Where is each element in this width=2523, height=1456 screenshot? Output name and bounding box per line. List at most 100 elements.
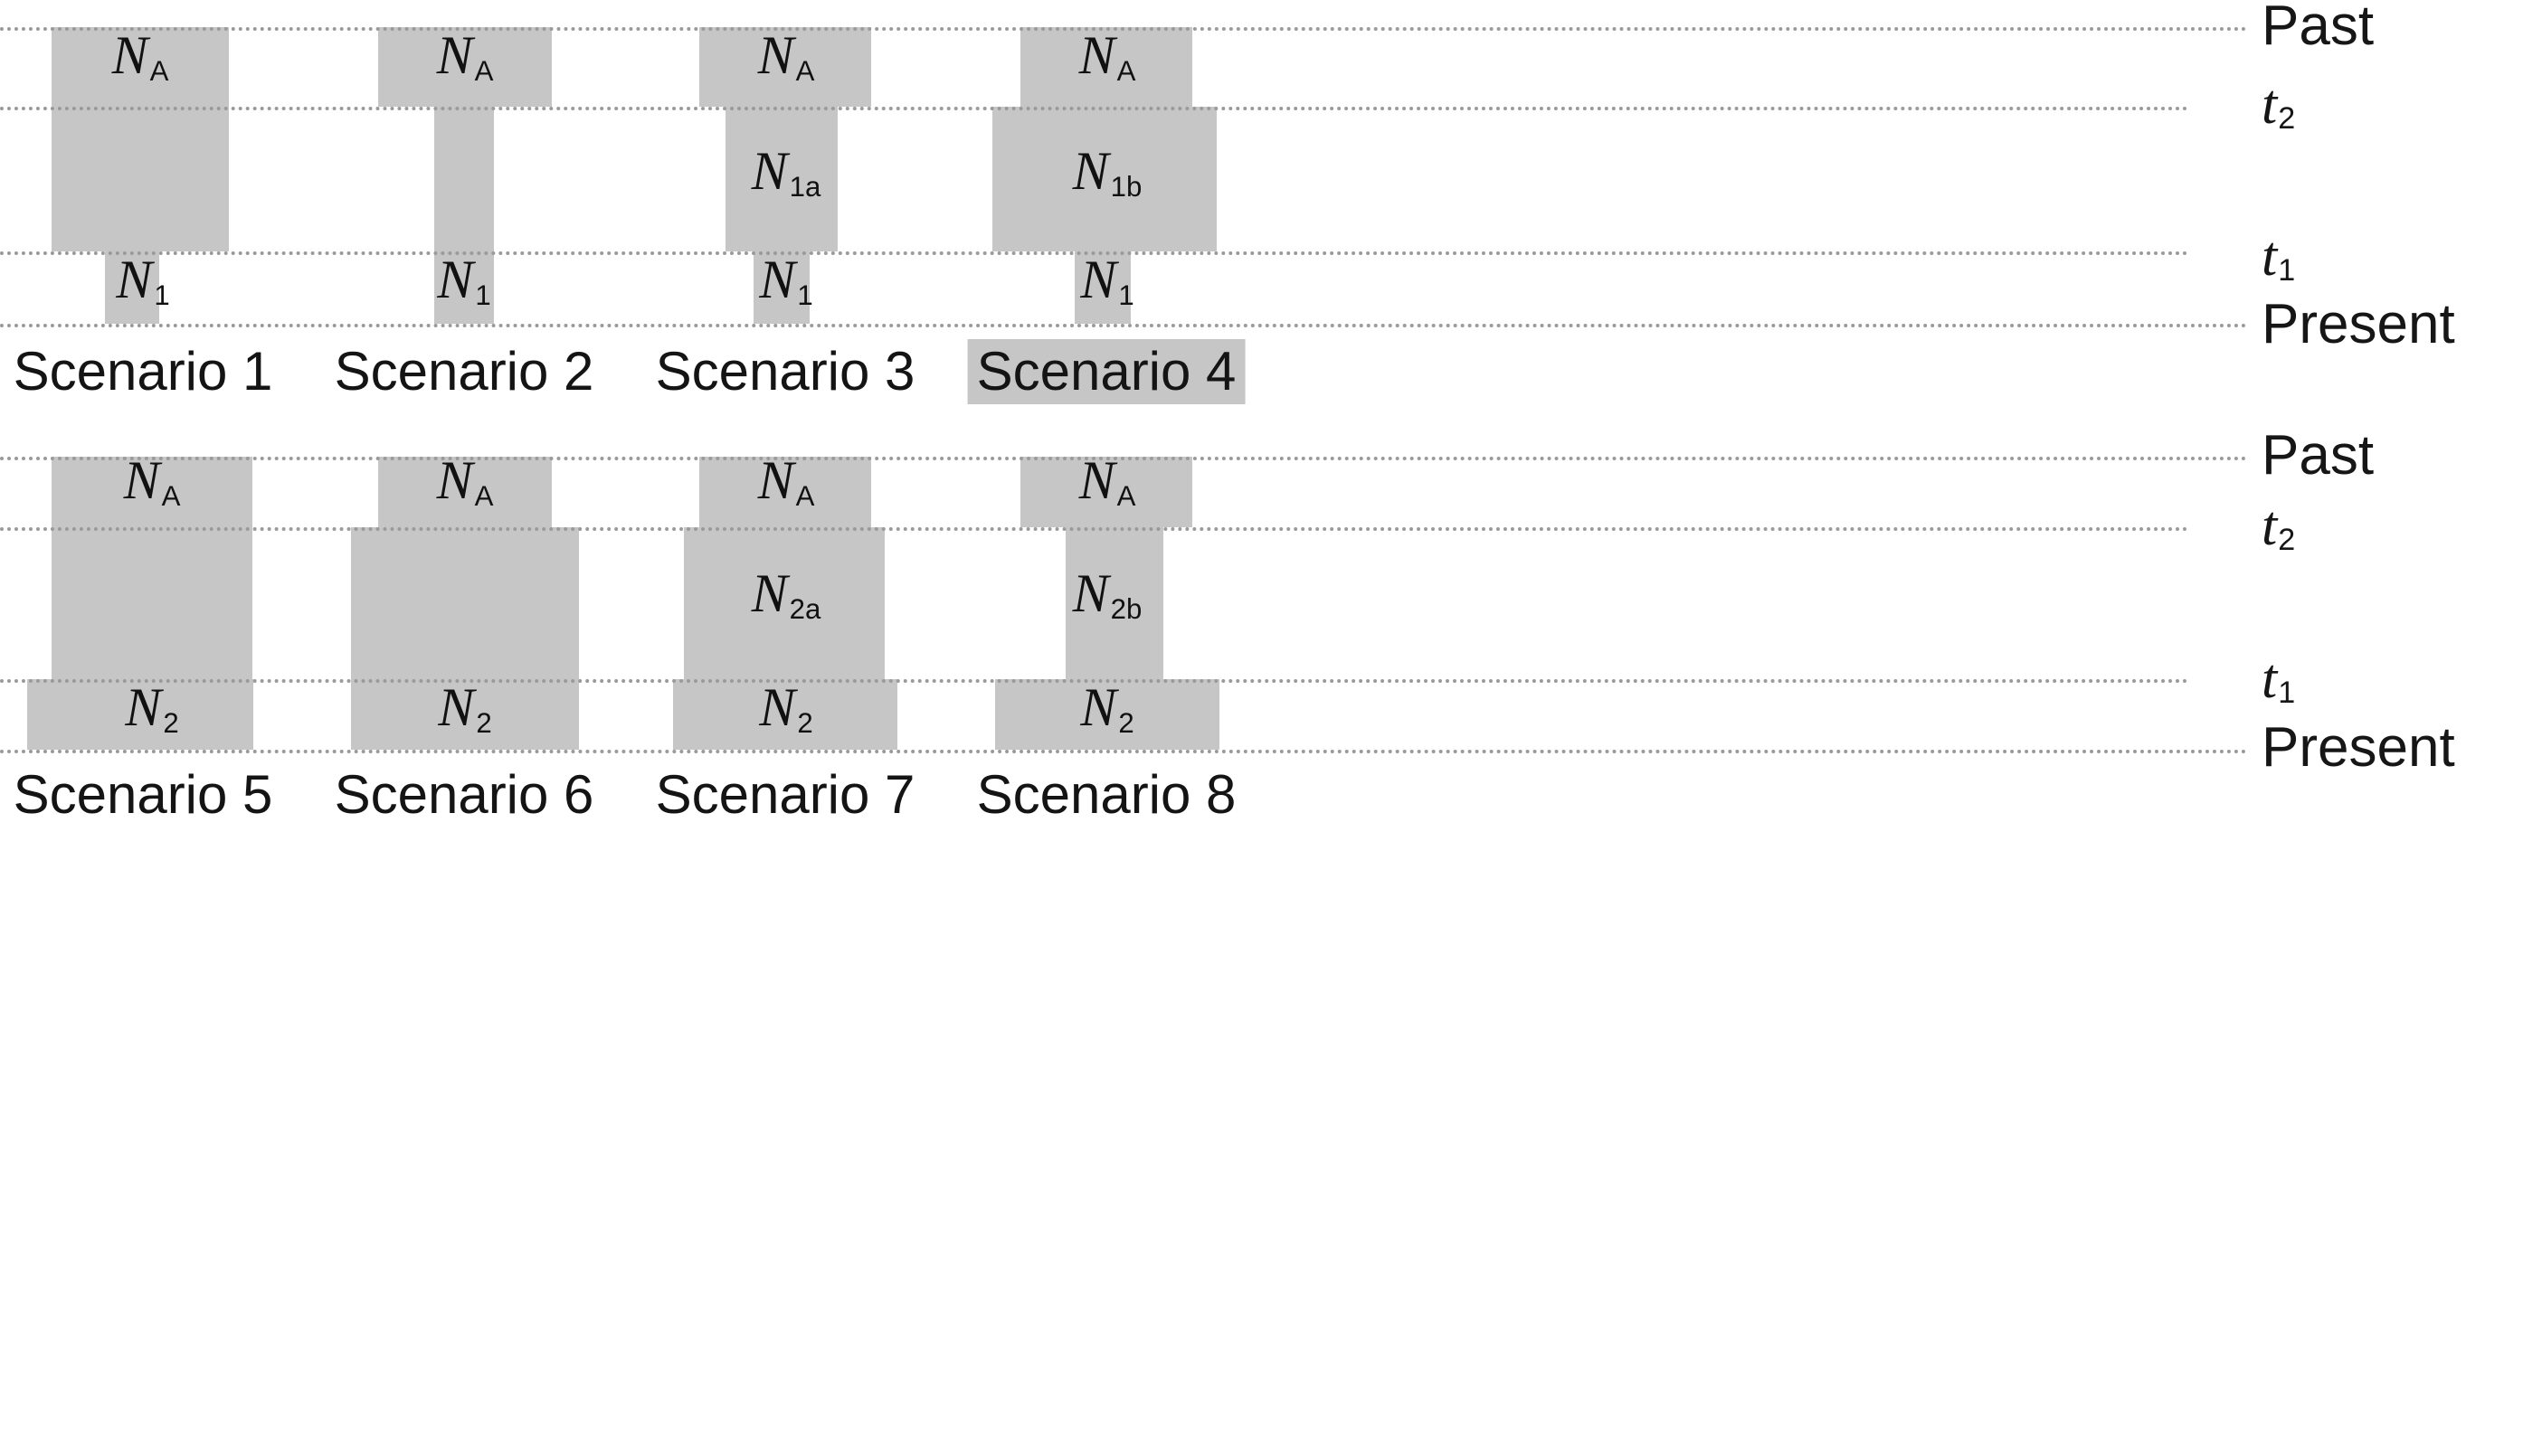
axis-label-top-t1: t1 — [2262, 229, 2295, 298]
scenario-8-current-block — [995, 679, 1219, 750]
scenario-caption-2: Scenario 2 — [334, 341, 594, 402]
axis-label-bottom-t1: t1 — [2262, 651, 2295, 721]
scenario-2-current-block — [434, 251, 494, 324]
scenario-4-ancestral-label: NA — [1079, 28, 1136, 99]
axis-label-subscript: 1 — [2278, 676, 2296, 711]
scenario-7-ancestral-label: NA — [758, 453, 815, 524]
population-subscript: 1 — [797, 279, 813, 311]
scenario-caption-8: Scenario 8 — [976, 764, 1237, 825]
scenario-caption-5: Scenario 5 — [13, 764, 273, 825]
population-subscript: 1b — [1110, 170, 1143, 203]
population-subscript: 1 — [1118, 279, 1134, 311]
scenario-caption-6: Scenario 6 — [334, 764, 594, 825]
timeline-top-present — [0, 324, 2248, 327]
population-subscript: A — [474, 54, 494, 87]
scenario-3-current-block — [754, 251, 810, 324]
scenario-caption-3: Scenario 3 — [655, 341, 915, 402]
scenario-8-ancestral-label: NA — [1079, 453, 1136, 524]
population-symbol: N — [116, 250, 153, 310]
population-symbol: N — [1072, 563, 1109, 624]
scenario-7-current-block — [673, 679, 897, 750]
population-symbol: N — [125, 677, 162, 738]
axis-label-top-past: Past — [2262, 0, 2374, 54]
scenario-1-ancestral-label: NA — [112, 28, 169, 99]
scenario-8-ancestral-block — [1020, 457, 1192, 527]
population-symbol: N — [436, 450, 473, 511]
population-subscript: 2 — [163, 706, 179, 739]
population-subscript: A — [1116, 479, 1136, 512]
scenario-6-middle-block — [351, 527, 579, 679]
scenario-5-current-block — [27, 679, 253, 750]
population-symbol: N — [123, 450, 160, 511]
axis-label-bottom-present: Present — [2262, 720, 2455, 776]
population-symbol: N — [751, 563, 788, 624]
axis-label-bottom-t2: t2 — [2262, 498, 2295, 568]
axis-label-text: t — [2262, 74, 2278, 136]
scenario-7-middle-block — [684, 527, 885, 679]
scenario-6-current-block — [351, 679, 579, 750]
scenario-1-ancestral-block — [52, 27, 229, 107]
scenario-3-middle-block — [726, 107, 838, 251]
scenario-3-ancestral-label: NA — [758, 28, 815, 99]
scenario-1-current-label: N1 — [116, 252, 169, 323]
scenario-8-middle-label: N2b — [1073, 566, 1143, 637]
scenario-6-ancestral-label: NA — [437, 453, 494, 524]
population-subscript: 1 — [154, 279, 170, 311]
population-symbol: N — [759, 250, 796, 310]
scenario-8-middle-block — [1066, 527, 1163, 679]
scenario-5-current-label: N2 — [125, 680, 178, 751]
axis-label-top-t2: t2 — [2262, 77, 2295, 147]
scenario-4-current-label: N1 — [1080, 252, 1133, 323]
population-subscript: 1 — [475, 279, 491, 311]
axis-label-bottom-past: Past — [2262, 428, 2374, 484]
scenario-2-current-label: N1 — [437, 252, 490, 323]
axis-label-text: Present — [2262, 716, 2455, 779]
population-subscript: 2 — [476, 706, 492, 739]
population-symbol: N — [1080, 677, 1117, 738]
population-subscript: 2a — [789, 592, 821, 625]
axis-label-subscript: 2 — [2278, 523, 2296, 558]
population-subscript: A — [795, 479, 815, 512]
population-symbol: N — [759, 677, 796, 738]
population-symbol: N — [1078, 25, 1115, 86]
scenario-2-middle-block — [434, 107, 494, 251]
population-symbol: N — [1080, 250, 1117, 310]
scenario-4-middle-block — [992, 107, 1217, 251]
axis-label-text: Past — [2262, 0, 2375, 57]
scenario-3-ancestral-block — [699, 27, 871, 107]
population-symbol: N — [751, 141, 788, 202]
axis-label-subscript: 2 — [2278, 101, 2296, 137]
population-symbol: N — [111, 25, 148, 86]
population-subscript: 2b — [1110, 592, 1143, 625]
axis-label-text: t — [2262, 226, 2278, 288]
scenario-1-middle-block — [52, 107, 229, 251]
scenario-2-ancestral-label: NA — [437, 28, 494, 99]
scenario-3-middle-label: N1a — [752, 144, 821, 214]
axis-label-text: Present — [2262, 293, 2455, 355]
scenario-5-middle-block — [52, 527, 252, 679]
axis-label-top-present: Present — [2262, 297, 2455, 353]
axis-label-subscript: 1 — [2278, 253, 2296, 288]
scenario-7-ancestral-block — [699, 457, 871, 527]
scenario-6-current-label: N2 — [438, 680, 491, 751]
scenario-1-current-block — [105, 251, 159, 324]
scenario-8-current-label: N2 — [1080, 680, 1133, 751]
population-symbol: N — [436, 25, 473, 86]
axis-label-text: t — [2262, 496, 2278, 557]
population-symbol: N — [438, 677, 475, 738]
scenario-2-ancestral-block — [378, 27, 552, 107]
scenario-5-ancestral-block — [52, 457, 252, 527]
population-subscript: 2 — [797, 706, 813, 739]
population-symbol: N — [437, 250, 474, 310]
population-subscript: A — [161, 479, 181, 512]
population-subscript: A — [795, 54, 815, 87]
scenario-caption-4: Scenario 4 — [967, 339, 1246, 404]
scenario-4-middle-label: N1b — [1073, 144, 1143, 214]
scenario-caption-7: Scenario 7 — [655, 764, 915, 825]
scenario-6-ancestral-block — [378, 457, 552, 527]
population-subscript: A — [474, 479, 494, 512]
scenario-7-middle-label: N2a — [752, 566, 821, 637]
population-symbol: N — [1072, 141, 1109, 202]
axis-label-text: t — [2262, 648, 2278, 710]
